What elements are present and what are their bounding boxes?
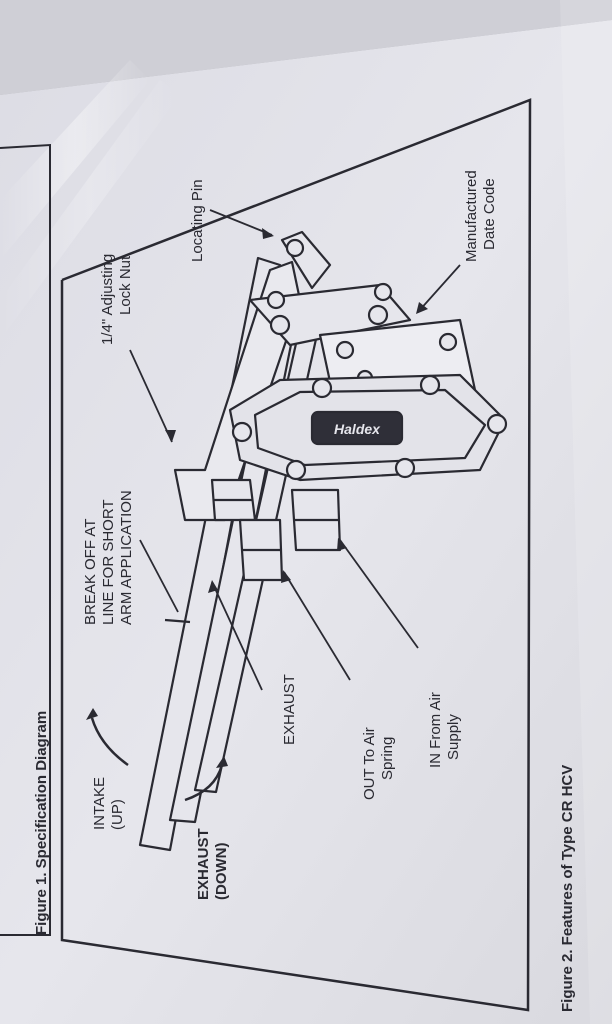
label-breakoff-1: BREAK OFF AT — [82, 519, 99, 625]
label-breakoff-3: ARM APPLICATION — [118, 490, 135, 625]
bolt — [367, 304, 389, 326]
leader-breakoff — [139, 539, 179, 613]
label-intake: INTAKE — [91, 777, 108, 830]
bolt — [394, 457, 416, 479]
leader-in — [339, 539, 419, 649]
label-intake-up: (UP) — [109, 799, 126, 830]
bolt — [266, 290, 286, 310]
label-out-2: Spring — [379, 737, 396, 780]
label-adjusting-nut-1: 1/4" Adjusting — [99, 254, 116, 345]
bolt — [311, 377, 333, 399]
label-adjusting-nut-2: Lock Nut — [117, 255, 134, 315]
bag-reflection-2 — [0, 80, 180, 340]
label-locating-pin: Locating Pin — [189, 179, 206, 262]
leader-date-code — [417, 264, 461, 313]
plastic-bag-top — [0, 0, 612, 95]
bag-reflection — [0, 60, 150, 260]
figure2-caption: Figure 2. Features of Type CR HCV — [559, 765, 576, 1012]
figure1-frame — [0, 143, 51, 936]
figure1-caption: Figure 1. Specification Diagram — [33, 711, 50, 935]
exhaust-arrow — [184, 764, 224, 802]
break-line — [164, 618, 191, 624]
label-date-code-2: Date Code — [481, 178, 498, 250]
bolt — [373, 282, 393, 302]
figure2-frame — [60, 98, 532, 1012]
label-breakoff-2: LINE FOR SHORT — [100, 499, 117, 625]
motion-arrows — [86, 708, 228, 802]
bag-sheen-right — [560, 0, 612, 1024]
label-in-2: Supply — [445, 714, 462, 760]
leader-lines — [129, 209, 461, 691]
leader-out — [283, 571, 351, 681]
bolt — [285, 459, 307, 481]
intake-arrow — [90, 717, 129, 767]
bracket-plate — [173, 260, 302, 522]
bolt — [335, 340, 355, 360]
brand-text: Haldex — [334, 421, 381, 437]
bolt — [438, 332, 458, 352]
valve-assembly: Haldex — [138, 230, 508, 852]
brand-badge — [310, 410, 404, 446]
label-date-code-1: Manufactured — [463, 170, 480, 262]
label-in-1: IN From Air — [427, 692, 444, 768]
leader-arrowheads — [165, 228, 428, 593]
bolt — [231, 421, 253, 443]
pin-head — [285, 238, 305, 258]
label-exhaust-down: EXHAUST — [195, 828, 212, 900]
label-exhaust-down-2: (DOWN) — [213, 843, 230, 900]
bolt — [269, 314, 291, 336]
label-out-1: OUT To Air — [361, 727, 378, 800]
label-exhaust-port: EXHAUST — [281, 674, 298, 745]
exhaust-arrowhead — [216, 756, 228, 768]
leader-adjusting-nut — [129, 349, 173, 443]
leader-locating-pin — [209, 209, 273, 236]
bolt — [419, 374, 441, 396]
intake-arrowhead — [86, 708, 98, 720]
bolt — [486, 413, 508, 435]
leader-exhaust — [211, 581, 263, 691]
